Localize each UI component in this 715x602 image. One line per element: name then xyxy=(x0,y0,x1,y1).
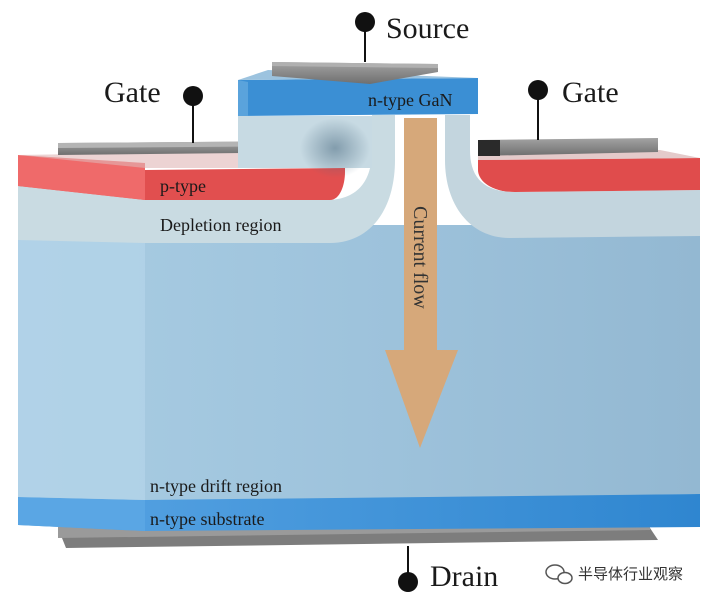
drift-region xyxy=(18,225,700,500)
p-type-label: p-type xyxy=(160,176,206,196)
watermark-text: 半导体行业观察 xyxy=(578,565,683,583)
substrate-label: n-type substrate xyxy=(150,509,264,529)
drain-label: Drain xyxy=(430,560,498,593)
n-gan-label: n-type GaN xyxy=(368,90,452,110)
gate-terminal-left xyxy=(183,86,203,143)
depletion-region-left xyxy=(18,115,395,243)
current-flow-arrow xyxy=(385,118,458,448)
wechat-icon xyxy=(545,564,573,585)
source-label: Source xyxy=(386,12,469,45)
watermark: 半导体行业观察 xyxy=(545,564,683,585)
gate-terminal-right xyxy=(528,80,548,140)
gate-label-left: Gate xyxy=(104,76,161,109)
substrate-layer xyxy=(18,494,700,531)
depletion-label: Depletion region xyxy=(160,215,281,235)
p-type-right xyxy=(478,158,700,192)
source-terminal xyxy=(355,12,375,62)
gate-label-right: Gate xyxy=(562,76,619,109)
current-flow-label: Current flow xyxy=(409,206,431,309)
depletion-region-right xyxy=(445,115,700,238)
drift-label: n-type drift region xyxy=(150,476,282,496)
drain-terminal xyxy=(398,546,418,592)
gate-metal-right xyxy=(478,138,658,156)
n-gan-mesa xyxy=(238,78,478,116)
